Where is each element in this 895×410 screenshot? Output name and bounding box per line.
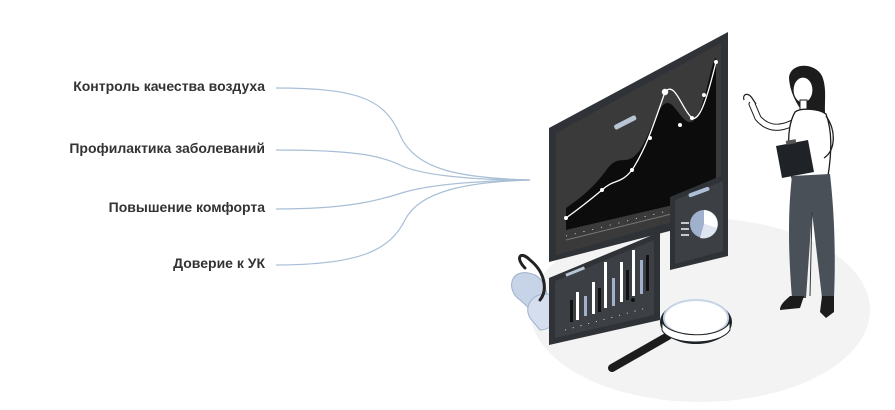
presenter-illustration	[743, 65, 835, 318]
magnifier-icon	[608, 299, 732, 372]
line-chart-area	[566, 58, 716, 230]
chart-label-pill	[614, 115, 637, 130]
bar-chart-panel	[549, 232, 660, 345]
line-chart-points	[564, 60, 718, 220]
connector-lines	[275, 87, 531, 266]
benefit-air-quality: Контроль качества воздуха	[73, 78, 265, 94]
benefit-disease-prevention: Профилактика заболеваний	[69, 140, 265, 156]
bar-chart-bars	[570, 250, 649, 322]
connector-line-4	[275, 179, 531, 266]
benefit-comfort: Повышение комфорта	[108, 199, 265, 215]
clipboard-icon	[776, 139, 814, 178]
connector-line-2	[275, 149, 531, 181]
connector-line-3	[275, 179, 531, 210]
connector-line-1	[275, 87, 531, 181]
benefit-trust: Доверие к УК	[173, 255, 265, 271]
pie-chart-panel	[670, 173, 728, 270]
